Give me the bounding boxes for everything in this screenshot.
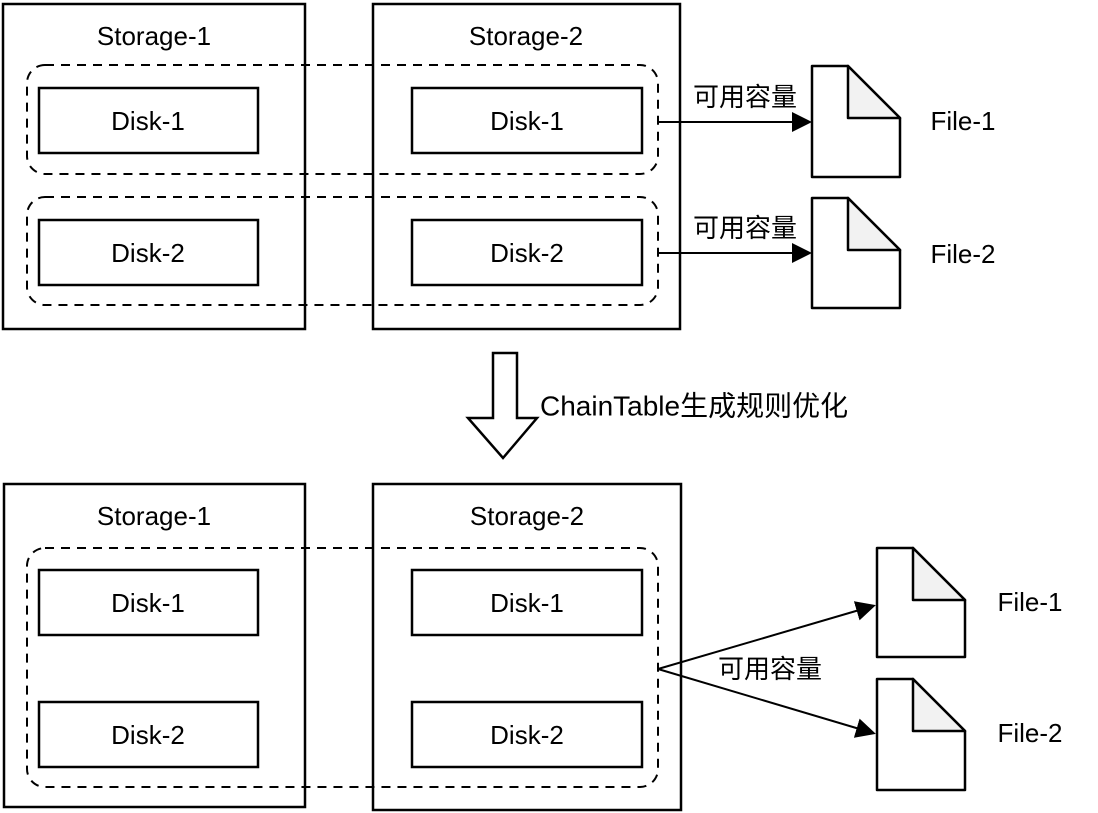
before-storage2-disk1-label: Disk-1 bbox=[490, 106, 564, 136]
after-storage2-disk2-label: Disk-2 bbox=[490, 720, 564, 750]
after-storage1-disk2-box bbox=[37, 700, 260, 769]
transition: ChainTable生成规则优化 bbox=[465, 351, 848, 460]
before-storage1-disk2-box bbox=[37, 218, 260, 287]
before-diagram: Storage-1 Storage-2 Disk-1 Disk-1 Disk-2… bbox=[1, 2, 996, 331]
before-chain-group-1-dashed-box bbox=[26, 64, 659, 175]
before-capacity-label-2: 可用容量 bbox=[693, 213, 797, 243]
after-chain-group-dashed-box bbox=[26, 547, 659, 788]
after-capacity-arrow-1 bbox=[657, 601, 876, 670]
before-file-2-icon bbox=[810, 196, 902, 310]
after-storage1-disk2-label: Disk-2 bbox=[111, 720, 185, 750]
before-file-2-label: File-2 bbox=[930, 239, 995, 269]
after-storage-1-label: Storage-1 bbox=[97, 501, 211, 531]
before-storage-2-label: Storage-2 bbox=[469, 21, 583, 51]
down-arrow-icon bbox=[465, 351, 540, 460]
before-file-1-icon bbox=[810, 64, 902, 179]
after-capacity-arrow-2 bbox=[657, 668, 876, 738]
transition-label: ChainTable生成规则优化 bbox=[540, 391, 848, 422]
before-file-1-label: File-1 bbox=[930, 106, 995, 136]
before-storage2-disk1-box bbox=[410, 86, 644, 155]
before-capacity-label-1: 可用容量 bbox=[693, 82, 797, 112]
after-storage2-disk1-box bbox=[410, 568, 644, 637]
after-file-2-label: File-2 bbox=[997, 718, 1062, 748]
before-chain-group-2-dashed-box bbox=[26, 196, 659, 306]
before-storage2-disk2-label: Disk-2 bbox=[490, 238, 564, 268]
before-storage1-disk1-box bbox=[37, 86, 260, 155]
before-storage1-disk2-label: Disk-2 bbox=[111, 238, 185, 268]
after-storage2-disk2-box bbox=[410, 700, 644, 769]
after-diagram: Storage-1 Storage-2 Disk-1 Disk-1 Disk-2… bbox=[2, 482, 1063, 812]
after-capacity-label: 可用容量 bbox=[718, 654, 822, 684]
before-storage2-disk2-box bbox=[410, 218, 644, 287]
after-storage-2-label: Storage-2 bbox=[470, 501, 584, 531]
after-file-2-icon bbox=[875, 677, 967, 792]
after-file-1-label: File-1 bbox=[997, 587, 1062, 617]
after-storage2-disk1-label: Disk-1 bbox=[490, 588, 564, 618]
before-storage1-disk1-label: Disk-1 bbox=[111, 106, 185, 136]
after-storage1-disk1-label: Disk-1 bbox=[111, 588, 185, 618]
after-file-1-icon bbox=[875, 546, 967, 659]
after-storage1-disk1-box bbox=[37, 568, 260, 637]
before-storage-1-label: Storage-1 bbox=[97, 21, 211, 51]
